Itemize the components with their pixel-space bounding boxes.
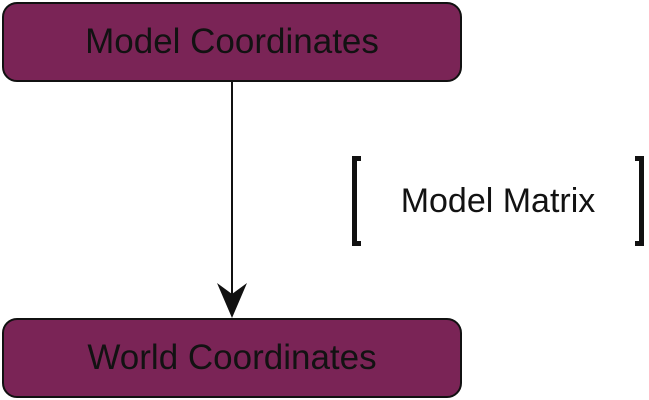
world-coordinates-node: World Coordinates [2, 318, 462, 398]
model-coordinates-label: Model Coordinates [85, 22, 379, 61]
world-coordinates-label: World Coordinates [87, 338, 377, 377]
model-matrix-label: Model Matrix [400, 181, 596, 220]
model-matrix-annotation: Model Matrix [350, 156, 646, 246]
model-coordinates-node: Model Coordinates [2, 2, 462, 82]
arrowhead-icon [217, 283, 247, 318]
right-bracket [635, 156, 644, 246]
left-bracket [352, 156, 361, 246]
